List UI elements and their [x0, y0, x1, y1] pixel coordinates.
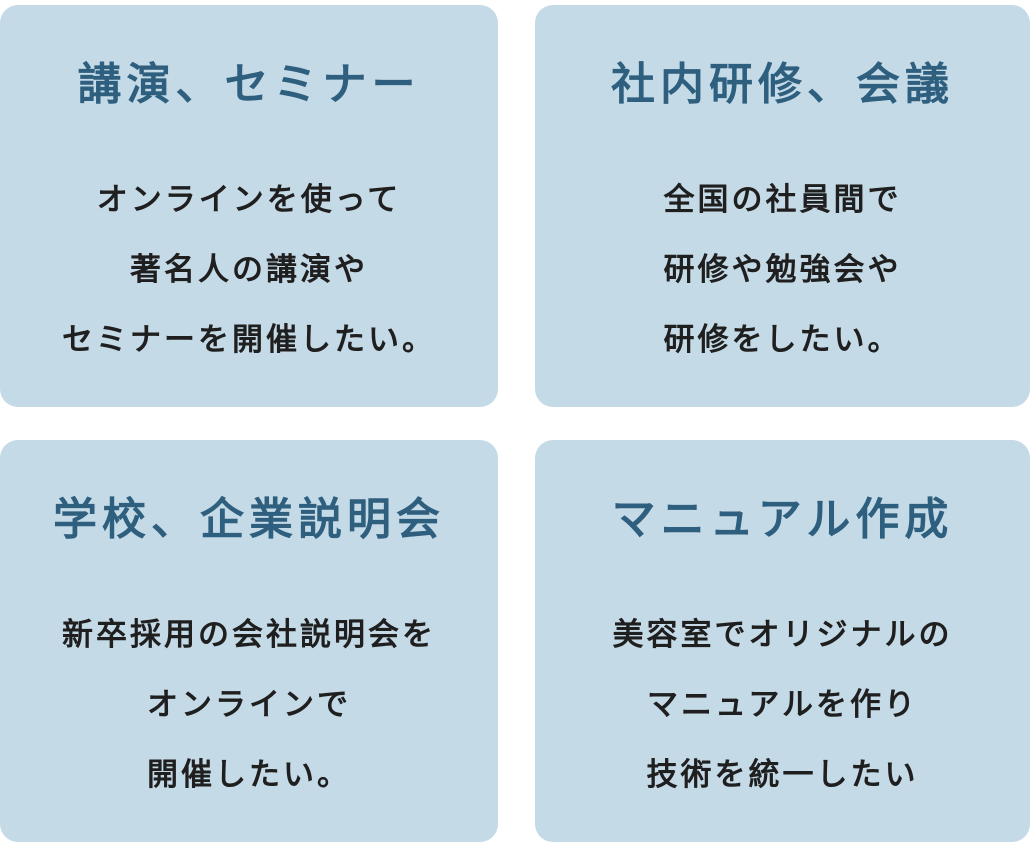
- card-description-line: セミナーを開催したい。: [62, 322, 436, 358]
- card-description-line: 開催したい。: [147, 757, 351, 793]
- card-description-line: 新卒採用の会社説明会を: [62, 617, 436, 653]
- card-description-line: マニュアルを作り: [646, 687, 919, 723]
- use-case-card-internal-training: 社内研修、会議 全国の社員間で 研修や勉強会や 研修をしたい。: [535, 5, 1030, 407]
- card-description-line: 研修をしたい。: [663, 322, 902, 358]
- card-title: 学校、企業説明会: [53, 494, 445, 545]
- card-title: 講演、セミナー: [77, 59, 421, 110]
- card-description-line: 美容室でオリジナルの: [612, 617, 953, 653]
- card-description-line: 技術を統一したい: [646, 757, 919, 793]
- card-description-line: オンラインを使って: [96, 182, 402, 218]
- use-case-card-company-briefing: 学校、企業説明会 新卒採用の会社説明会を オンラインで 開催したい。: [0, 440, 498, 842]
- card-title: マニュアル作成: [611, 494, 954, 545]
- card-description: 美容室でオリジナルの マニュアルを作り 技術を統一したい: [535, 600, 1030, 810]
- card-description-line: 著名人の講演や: [130, 252, 368, 288]
- card-description-line: 研修や勉強会や: [663, 252, 902, 288]
- use-case-card-manual-creation: マニュアル作成 美容室でオリジナルの マニュアルを作り 技術を統一したい: [535, 440, 1030, 842]
- card-description-line: オンラインで: [147, 687, 351, 723]
- card-description: オンラインを使って 著名人の講演や セミナーを開催したい。: [0, 165, 498, 375]
- use-case-card-seminar: 講演、セミナー オンラインを使って 著名人の講演や セミナーを開催したい。: [0, 5, 498, 407]
- card-description: 全国の社員間で 研修や勉強会や 研修をしたい。: [535, 165, 1030, 375]
- card-description-line: 全国の社員間で: [663, 182, 902, 218]
- card-description: 新卒採用の会社説明会を オンラインで 開催したい。: [0, 600, 498, 810]
- card-title: 社内研修、会議: [611, 59, 954, 110]
